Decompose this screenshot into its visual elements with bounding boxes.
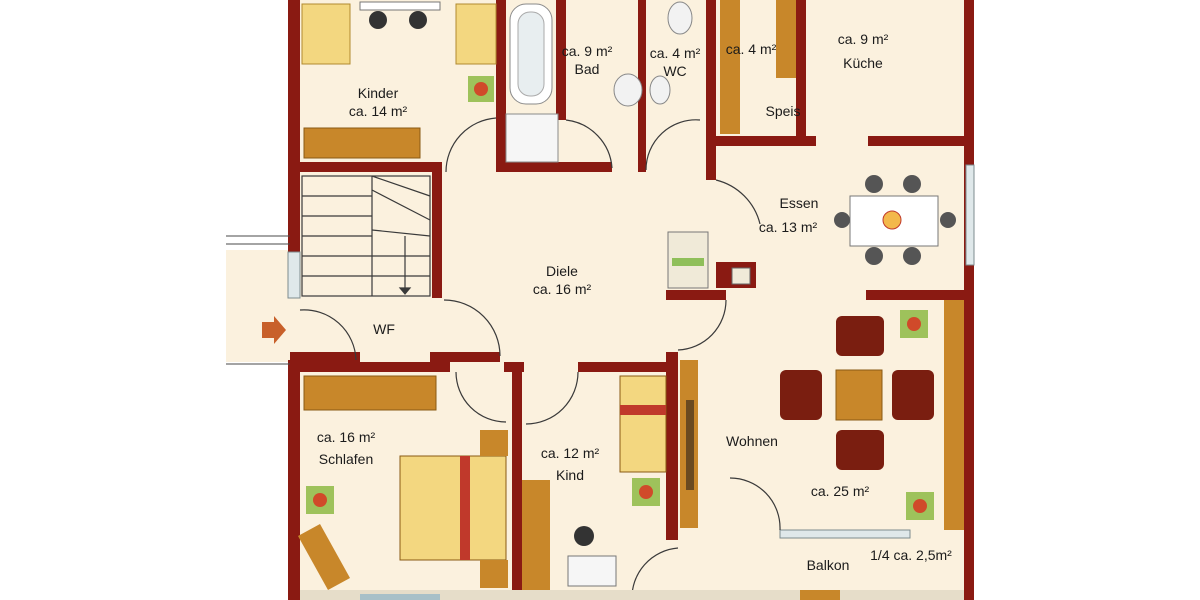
room-name: Diele xyxy=(546,263,578,279)
schlafen-furniture xyxy=(298,375,508,590)
windows xyxy=(287,164,975,539)
bad-furniture xyxy=(505,1,693,163)
room-name: Kinder xyxy=(357,85,399,101)
room-name: Kind xyxy=(555,467,585,483)
door-swings xyxy=(299,117,781,600)
room-schlafen: ca. 16 m² Schlafen xyxy=(306,428,386,468)
interior-walls xyxy=(290,0,968,600)
room-area: ca. 16 m² xyxy=(532,281,592,297)
room-wc: ca. 4 m² WC xyxy=(642,44,708,80)
room-area: ca. 4 m² xyxy=(649,45,701,61)
room-kinder: Kinder ca. 14 m² xyxy=(338,84,418,120)
room-name: WC xyxy=(663,63,687,79)
bottom-edge xyxy=(300,590,964,600)
room-bad: ca. 9 m² Bad xyxy=(554,42,620,78)
wohnen-furniture xyxy=(680,300,964,530)
room-name: Speis xyxy=(765,103,801,119)
room-speis: Speis xyxy=(758,102,808,120)
room-area: ca. 25 m² xyxy=(810,483,870,499)
room-wohnen-area: ca. 25 m² xyxy=(800,482,880,500)
room-wf: WF xyxy=(364,320,404,338)
room-kueche: ca. 9 m² Küche xyxy=(826,30,900,72)
room-name: WF xyxy=(373,321,395,337)
room-area: ca. 4 m² xyxy=(725,41,777,57)
room-diele: Diele ca. 16 m² xyxy=(522,262,602,298)
room-name: Küche xyxy=(843,55,883,71)
stair-arrow-icon xyxy=(398,287,412,295)
room-balkon-area: 1/4 ca. 2,5m² xyxy=(856,546,966,564)
room-storage: ca. 4 m² xyxy=(718,40,784,58)
room-area: 1/4 ca. 2,5m² xyxy=(870,547,952,563)
entry xyxy=(226,235,290,365)
room-essen: Essen ca. 13 m² xyxy=(748,194,828,236)
room-name: Balkon xyxy=(806,557,850,573)
room-area: ca. 14 m² xyxy=(348,103,408,119)
kinder-furniture xyxy=(301,1,497,159)
outer-walls xyxy=(288,0,974,600)
room-area: ca. 9 m² xyxy=(561,43,613,59)
room-balkon-name: Balkon xyxy=(796,556,860,574)
plants xyxy=(306,76,934,520)
room-kind: ca. 12 m² Kind xyxy=(530,444,610,484)
entry-arrow-icon xyxy=(262,316,286,344)
room-name: Wohnen xyxy=(726,433,778,449)
storage-shelves xyxy=(720,0,796,134)
room-area: ca. 12 m² xyxy=(540,445,600,461)
room-area: ca. 13 m² xyxy=(758,219,818,235)
dining-table xyxy=(834,175,956,265)
room-area: ca. 16 m² xyxy=(316,429,376,445)
room-name: Schlafen xyxy=(318,451,374,467)
kind-furniture xyxy=(522,375,667,590)
room-name: Bad xyxy=(574,61,600,77)
room-wohnen-name: Wohnen xyxy=(712,432,792,450)
room-area: ca. 9 m² xyxy=(837,31,889,47)
room-name: Essen xyxy=(779,195,819,211)
entry-floor xyxy=(226,250,292,362)
staircase xyxy=(301,175,431,297)
diele-cabinet xyxy=(667,231,751,289)
